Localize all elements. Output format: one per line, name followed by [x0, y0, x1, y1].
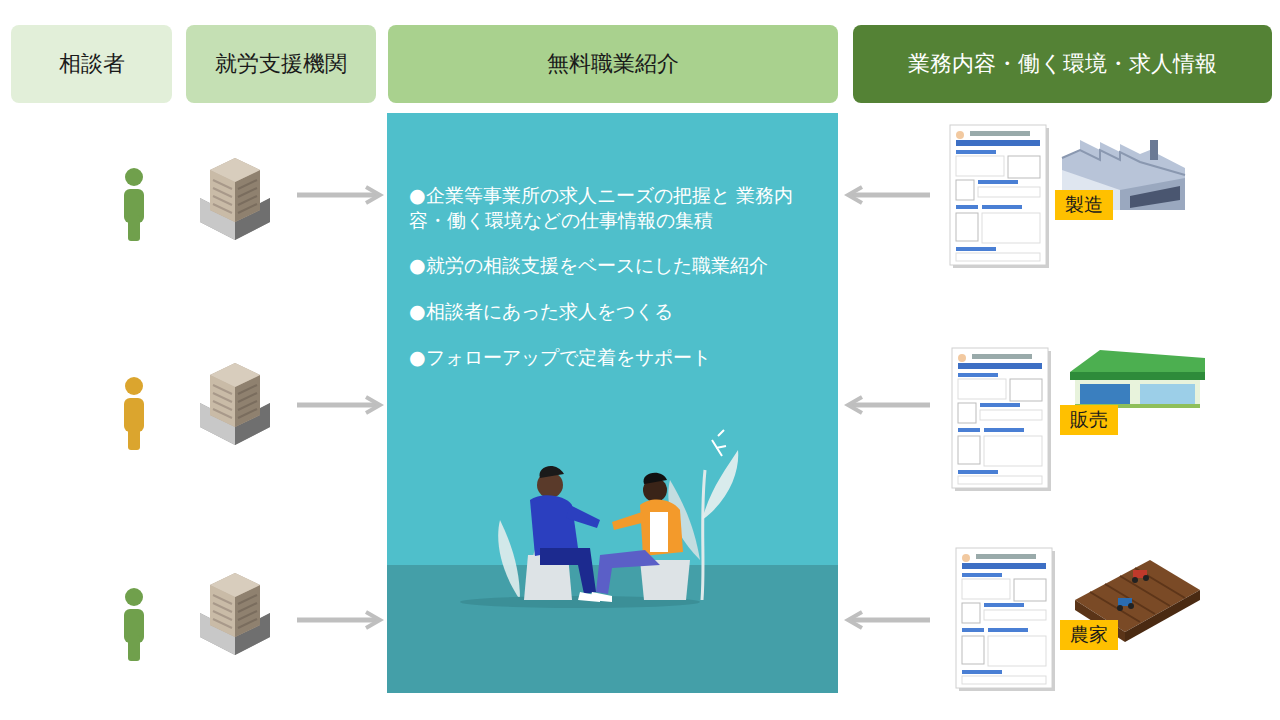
label-text: 販売 — [1070, 407, 1108, 433]
bullet-text: ●フォローアップで定着をサポート — [409, 345, 829, 370]
industry-tag: 販売 — [1060, 405, 1118, 435]
label-text: 相談者 — [59, 51, 125, 77]
label-text: 無料職業紹介 — [547, 51, 679, 77]
label-text: 製造 — [1065, 192, 1103, 218]
bullet-text: ●企業等事業所の求人ニーズの把握と 業務内容・働く環境などの仕事情報の集積 — [409, 183, 829, 232]
service-panel: ●企業等事業所の求人ニーズの把握と 業務内容・働く環境などの仕事情報の集積 ●就労… — [387, 113, 838, 693]
label-text: 就労支援機関 — [215, 51, 347, 77]
label-text: 農家 — [1070, 622, 1108, 648]
bullet-text: ●相談者にあった求人をつくる — [409, 299, 829, 324]
header-box: 相談者 — [11, 25, 172, 103]
header-box: 業務内容・働く環境・求人情報 — [853, 25, 1272, 103]
header-box: 無料職業紹介 — [388, 25, 838, 103]
header-box: 就労支援機関 — [186, 25, 376, 103]
bullet-text: ●就労の相談支援をベースにした職業紹介 — [409, 253, 829, 278]
industry-tag: 農家 — [1060, 620, 1118, 650]
label-text: 業務内容・働く環境・求人情報 — [908, 51, 1217, 77]
industry-tag: 製造 — [1055, 190, 1113, 220]
